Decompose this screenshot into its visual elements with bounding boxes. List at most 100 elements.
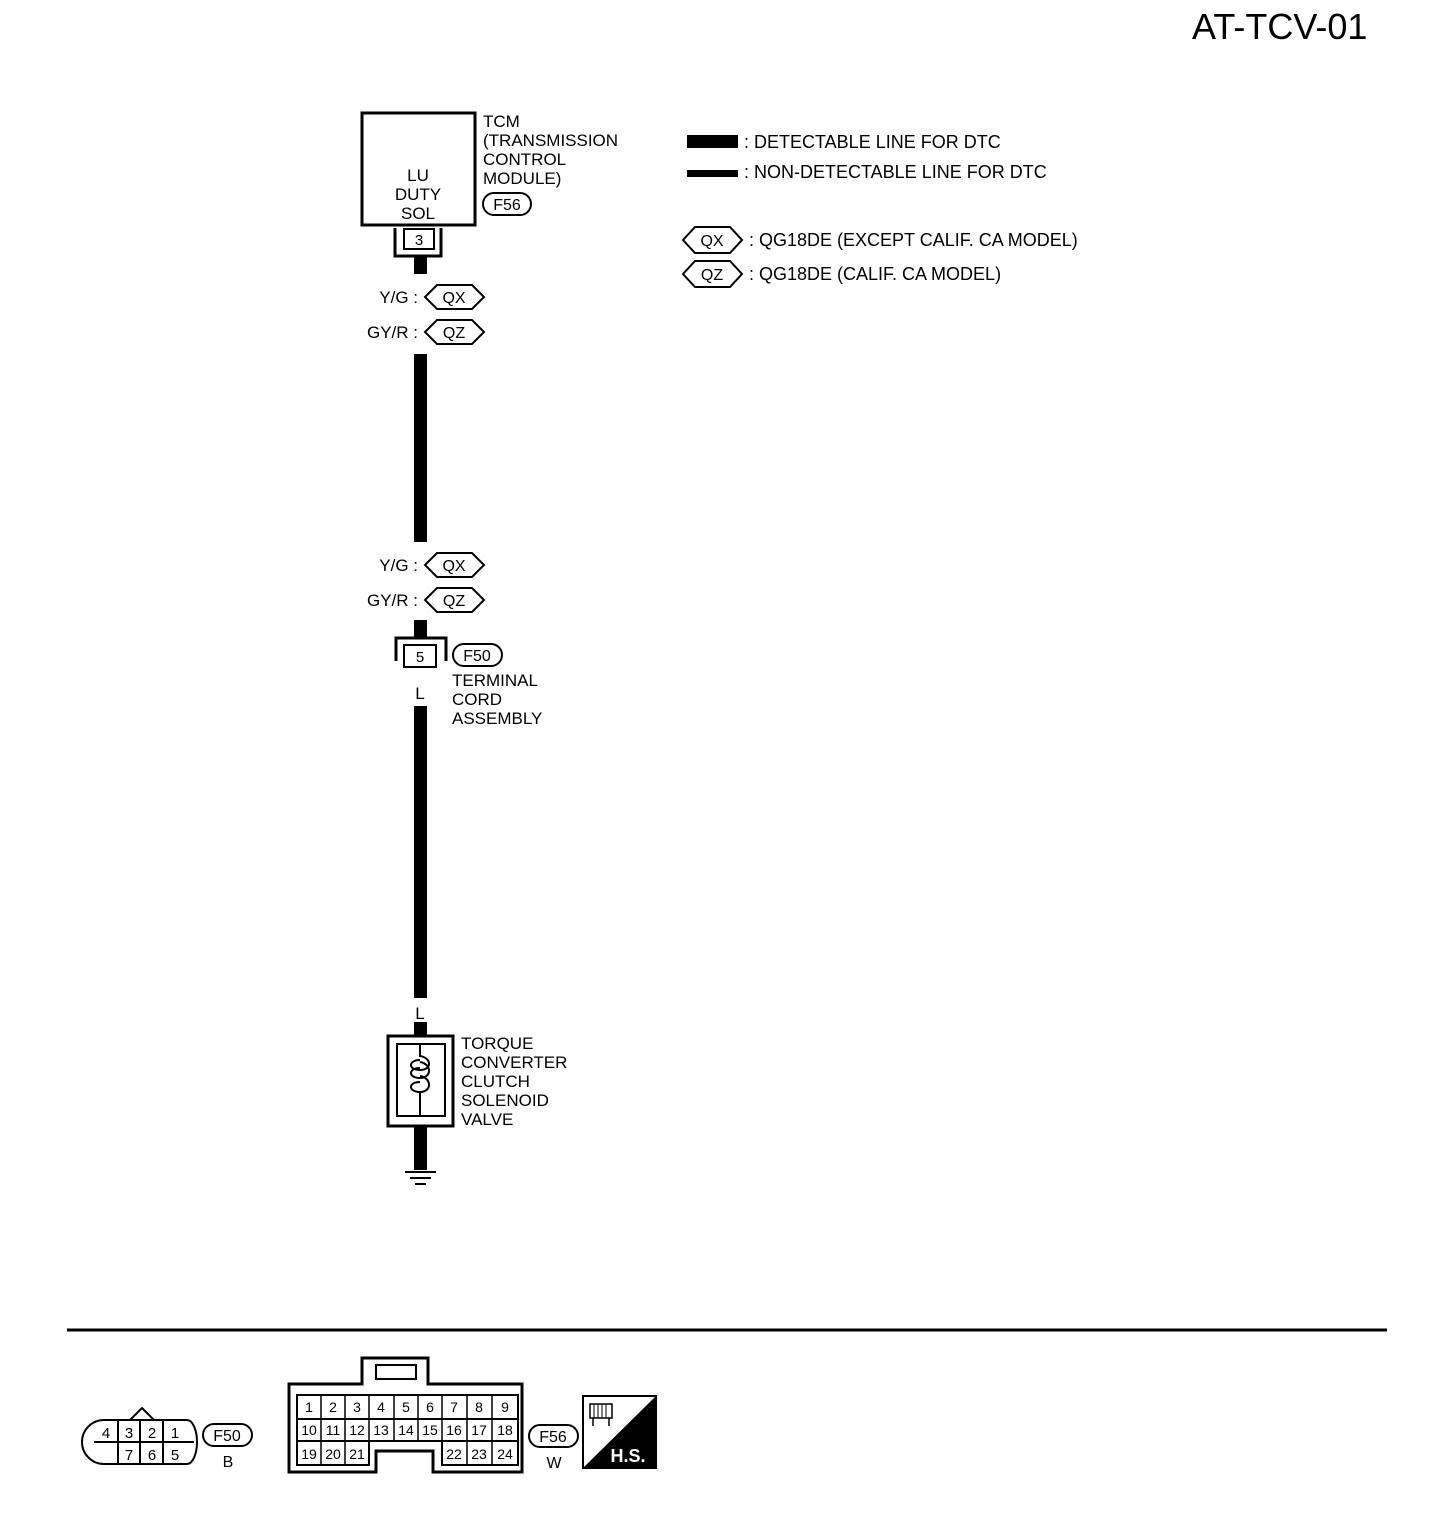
f56-pin: 14 bbox=[398, 1422, 414, 1438]
tcm-connector-label: F56 bbox=[493, 197, 521, 214]
f50-badge-label: F50 bbox=[213, 1428, 241, 1445]
f56-pin: 12 bbox=[349, 1422, 365, 1438]
wire-color-label: Y/G : bbox=[379, 288, 418, 307]
f50-pin: 3 bbox=[125, 1425, 133, 1442]
terminal-cord-connector-badge bbox=[452, 643, 503, 667]
legend-detectable-text: : DETECTABLE LINE FOR DTC bbox=[744, 132, 1001, 152]
f56-pin: 8 bbox=[475, 1399, 483, 1415]
f56-badge bbox=[528, 1424, 579, 1448]
legend-model-code: QZ bbox=[701, 267, 723, 284]
solenoid-label-line: CLUTCH bbox=[461, 1072, 530, 1091]
model-code: QZ bbox=[443, 325, 465, 342]
solenoid-label-line: VALVE bbox=[461, 1110, 514, 1129]
model-code-hexagon bbox=[423, 284, 486, 310]
wire-segment bbox=[414, 620, 427, 638]
f56-pin: 3 bbox=[353, 1399, 361, 1415]
tcm-inner-line: DUTY bbox=[395, 185, 441, 204]
tcm-label-line: TCM bbox=[483, 112, 520, 131]
terminal-cord-label: TERMINAL CORD ASSEMBLY bbox=[452, 671, 542, 728]
legend-non-detectable-text: : NON-DETECTABLE LINE FOR DTC bbox=[744, 162, 1047, 182]
terminal-cord-housing bbox=[394, 636, 448, 661]
f56-pin: 10 bbox=[301, 1422, 317, 1438]
terminal-cord-label-line: TERMINAL bbox=[452, 671, 538, 690]
f56-pin: 7 bbox=[450, 1399, 458, 1415]
terminal-cord-connector-label: F50 bbox=[463, 648, 491, 665]
tcm-inner-line: SOL bbox=[401, 204, 435, 223]
wire-segment bbox=[414, 354, 427, 542]
model-code: QZ bbox=[443, 593, 465, 610]
f56-pin: 9 bbox=[501, 1399, 509, 1415]
tcm-terminal-number: 3 bbox=[415, 232, 423, 249]
model-code-hexagon bbox=[423, 587, 486, 613]
solenoid-label-line: TORQUE bbox=[461, 1034, 534, 1053]
hs-badge bbox=[582, 1395, 657, 1469]
wire-color-l: L bbox=[415, 1004, 424, 1023]
legend-model-text: : QG18DE (EXCEPT CALIF. CA MODEL) bbox=[749, 230, 1078, 250]
f50-badge bbox=[202, 1423, 253, 1447]
f56-pin: 6 bbox=[426, 1399, 434, 1415]
f50-pin: 6 bbox=[148, 1447, 156, 1464]
model-code-hexagon bbox=[423, 319, 486, 345]
model-code: QX bbox=[442, 290, 465, 307]
f50-pin: 5 bbox=[171, 1447, 179, 1464]
f56-pin: 19 bbox=[301, 1446, 317, 1462]
legend-model-text: : QG18DE (CALIF. CA MODEL) bbox=[749, 264, 1001, 284]
legend-detectable-swatch bbox=[687, 135, 738, 148]
f56-pin: 18 bbox=[497, 1422, 513, 1438]
wire-segment bbox=[414, 1126, 427, 1170]
f56-badge-label: F56 bbox=[539, 1429, 567, 1446]
connector-face-icon bbox=[589, 1403, 613, 1426]
solenoid-label-line: CONVERTER bbox=[461, 1053, 568, 1072]
tcm-label-line: (TRANSMISSION bbox=[483, 131, 619, 150]
f50-connector-face bbox=[81, 1406, 198, 1465]
model-code-hexagon bbox=[423, 552, 486, 578]
model-code: QX bbox=[442, 558, 465, 575]
legend-model-hexagon bbox=[681, 226, 744, 254]
wire-segment bbox=[414, 256, 427, 274]
f56-pin: 4 bbox=[377, 1399, 385, 1415]
wire-color-label: GY/R : bbox=[367, 323, 418, 342]
f56-pin: 24 bbox=[497, 1446, 513, 1462]
ground-icon bbox=[405, 1171, 436, 1185]
f50-pin: 2 bbox=[148, 1425, 156, 1442]
f50-color: B bbox=[223, 1454, 234, 1471]
f56-pin: 21 bbox=[349, 1446, 365, 1462]
f56-pin: 22 bbox=[446, 1446, 462, 1462]
wire-segment bbox=[414, 706, 427, 998]
f56-pin: 15 bbox=[422, 1422, 438, 1438]
f56-pin: 13 bbox=[373, 1422, 389, 1438]
terminal-cord-terminal-box bbox=[403, 644, 437, 668]
tcm-terminal-box bbox=[403, 228, 435, 250]
terminal-cord-terminal-number: 5 bbox=[416, 649, 424, 666]
f56-pin: 16 bbox=[446, 1422, 462, 1438]
f56-pin: 1 bbox=[305, 1399, 313, 1415]
solenoid-label-line: SOLENOID bbox=[461, 1091, 549, 1110]
solenoid-coil-icon bbox=[410, 1044, 430, 1116]
f50-pin: 4 bbox=[102, 1425, 110, 1442]
f50-pin: 1 bbox=[171, 1425, 179, 1442]
wire-segment bbox=[414, 1022, 427, 1036]
tcm-label-line: CONTROL bbox=[483, 150, 567, 169]
wire-color-label: GY/R : bbox=[367, 591, 418, 610]
f56-pin: 20 bbox=[325, 1446, 341, 1462]
wire-color-l: L bbox=[415, 684, 424, 703]
f56-pin: 5 bbox=[402, 1399, 410, 1415]
terminal-cord-label-line: ASSEMBLY bbox=[452, 709, 543, 728]
tcm-connector-badge bbox=[482, 192, 532, 216]
f56-pin: 11 bbox=[326, 1422, 341, 1438]
wire-color-label: Y/G : bbox=[379, 556, 418, 575]
tcm-label: TCM (TRANSMISSION CONTROL MODULE) bbox=[483, 112, 618, 188]
f56-pin: 2 bbox=[329, 1399, 337, 1415]
f50-pin: 7 bbox=[125, 1447, 133, 1464]
legend-model-code: QX bbox=[700, 233, 723, 250]
f56-color: W bbox=[546, 1455, 562, 1472]
hs-label: H.S. bbox=[610, 1446, 645, 1466]
f56-pin: 17 bbox=[471, 1422, 487, 1438]
solenoid-label: TORQUE CONVERTER CLUTCH SOLENOID VALVE bbox=[461, 1034, 567, 1129]
tcm-inner-line: LU bbox=[407, 166, 429, 185]
page-id: AT-TCV-01 bbox=[1192, 6, 1368, 47]
legend-non-detectable-swatch bbox=[687, 170, 738, 177]
f56-pin: 23 bbox=[471, 1446, 487, 1462]
f56-connector-face bbox=[287, 1356, 524, 1474]
